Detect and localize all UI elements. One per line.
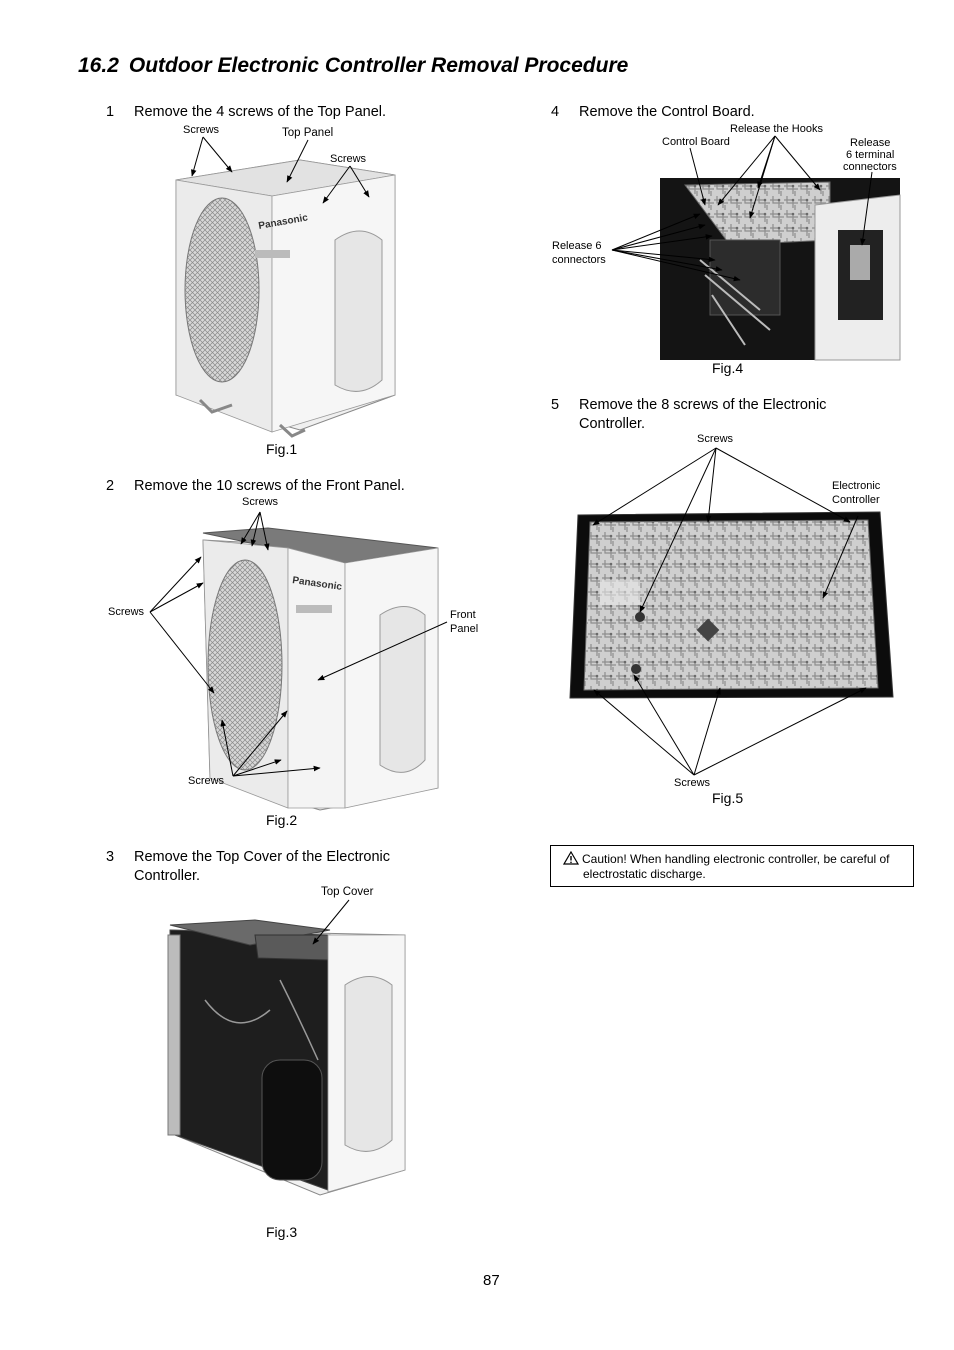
section-title: 16.2 Outdoor Electronic Controller Remova… [78,54,628,78]
step-text-line1: Remove the 8 screws of the Electronic [579,397,827,413]
step-text-line1: Remove the Top Cover of the Electronic [134,849,391,865]
fig3-label-top-cover: Top Cover [321,886,374,898]
fig5-caption: Fig.5 [712,790,744,806]
fig2-unit [202,527,439,811]
fig2-label-front-panel-line2: Panel [450,623,479,635]
step-number: 4 [551,104,560,120]
step-number: 2 [106,478,115,494]
step-1: 1 Remove the 4 screws of the Top Panel. [106,103,526,123]
fig4-caption: Fig.4 [712,360,744,376]
fig2-label-screws-top: Screws [242,496,279,508]
fig5-electronic-controller-photo [569,511,894,699]
page-number: 87 [483,1272,500,1289]
fig5-label-screws-bottom: Screws [674,777,711,789]
section-number: 16.2 [78,54,119,77]
fig1-caption: Fig.1 [266,441,298,457]
fig1-label-top-panel: Top Panel [282,127,334,139]
caution-text-line2: electrostatic discharge. [583,867,706,881]
fig4-label-release-hooks: Release the Hooks [730,123,823,135]
step-text: Remove the 4 screws of the Top Panel. [134,104,387,120]
warning-triangle-icon [563,851,579,865]
fig2-label-screws-bottom: Screws [188,775,225,787]
step-text: Remove the Control Board. [579,104,755,120]
step-number: 5 [551,397,560,413]
step-text-line2: Controller. [134,868,201,884]
fig4-label-control-board: Control Board [662,136,730,148]
fig4-label-release-terminal-line1: Release [850,137,891,149]
step-4: 4 Remove the Control Board. [551,103,931,123]
section-title-text: Outdoor Electronic Controller Removal Pr… [128,54,629,77]
step-5: 5 Remove the 8 screws of the Electronic … [551,396,931,436]
fig4-label-release-connectors-line2: connectors [552,254,606,266]
caution-box: Caution! When handling electronic contro… [550,845,914,887]
fig1-label-screws-right: Screws [330,153,367,165]
step-3: 3 Remove the Top Cover of the Electronic… [106,848,526,888]
step-number: 3 [106,849,115,865]
step-2: 2 Remove the 10 screws of the Front Pane… [106,477,526,497]
fig2-label-front-panel-line1: Front [450,609,476,621]
fig1-unit [175,159,396,438]
fig5-label-screws-top: Screws [697,433,734,445]
fig1-label-screws-left: Screws [183,124,220,136]
fig4-label-release-connectors-line1: Release 6 [552,240,602,252]
fig2-caption: Fig.2 [266,812,298,828]
fig3-caption: Fig.3 [266,1224,298,1240]
fig4-label-release-terminal-line2: 6 terminal [846,149,895,161]
step-number: 1 [106,104,115,120]
step-text: Remove the 10 screws of the Front Panel. [134,478,405,494]
fig4-label-release-terminal-line3: connectors [843,161,897,173]
caution-text-line1: Caution! When handling electronic contro… [582,852,890,866]
fig3-unit [167,919,406,1196]
fig5-label-electronic-controller-line2: Controller [832,494,880,506]
step-text-line2: Controller. [579,416,646,432]
fig2-label-screws-left: Screws [108,606,145,618]
fig4-control-board-photo [660,178,901,361]
fig5-label-electronic-controller-line1: Electronic [832,480,881,492]
